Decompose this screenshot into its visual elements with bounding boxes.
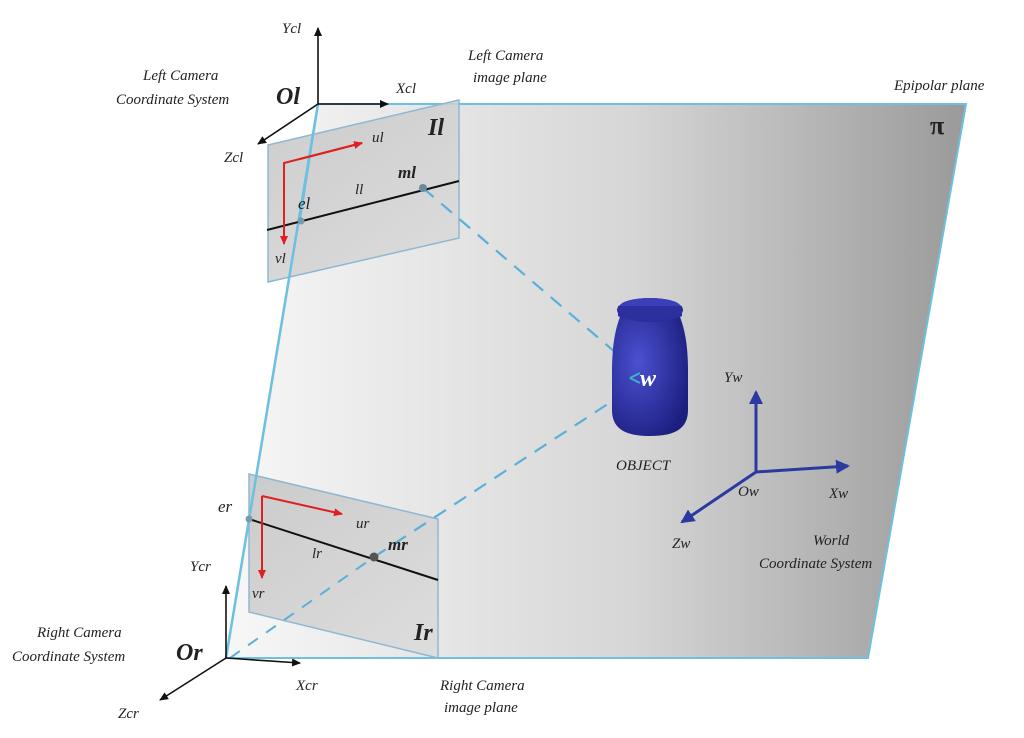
label-zcl: Zcl [224, 150, 243, 166]
label-xcl: Xcl [395, 81, 416, 97]
label-lr: lr [312, 546, 322, 562]
world-cs-line2: Coordinate System [759, 556, 872, 572]
ray-right-to-object [373, 395, 621, 558]
label-ll: ll [355, 182, 363, 198]
label-ml: ml [398, 163, 416, 182]
left-image-plane [267, 99, 460, 283]
axis-zw [680, 470, 757, 524]
right-image-plane [248, 473, 439, 659]
point-er [245, 515, 253, 523]
label-vl: vl [275, 251, 286, 267]
label-mr: mr [388, 535, 408, 554]
label-ul: ul [372, 130, 384, 146]
point-ml [419, 184, 427, 192]
label-pi: π [930, 111, 944, 140]
axis-xw [755, 459, 850, 474]
ray-left-to-object [422, 187, 623, 359]
label-object: OBJECT [616, 458, 672, 474]
label-il: Il [427, 115, 444, 141]
point-mr [369, 552, 379, 562]
label-yw: Yw [724, 370, 742, 386]
label-xw: Xw [828, 486, 848, 502]
ul-arrow [299, 141, 363, 160]
left-img-line1: Left Camera [467, 48, 543, 64]
label-xcr: Xcr [295, 678, 318, 694]
axis-xcr [225, 657, 301, 667]
left-ray-edge [299, 103, 319, 221]
right-cam-cs-line2: Coordinate System [12, 649, 125, 665]
label-zw: Zw [672, 536, 690, 552]
label-or: Or [176, 640, 203, 666]
right-img-line2: image plane [444, 700, 518, 716]
object-jar [612, 298, 688, 436]
label-ir: Ir [413, 620, 433, 646]
label-epipolar-plane: Epipolar plane [893, 78, 985, 94]
left-cam-cs-line2: Coordinate System [116, 92, 229, 108]
ur-arrow [261, 495, 343, 517]
world-cs-line1: World [813, 533, 850, 549]
right-img-line1: Right Camera [439, 678, 525, 694]
label-ur: ur [356, 516, 370, 532]
label-ol: Ol [276, 84, 300, 110]
label-el: el [298, 194, 311, 213]
label-ycr: Ycr [190, 559, 211, 575]
point-el [297, 217, 305, 225]
label-ow: Ow [738, 484, 759, 500]
left-img-line2: image plane [473, 70, 547, 86]
left-cam-cs-line1: Left Camera [142, 68, 218, 84]
right-cam-cs-line1: Right Camera [36, 625, 122, 641]
epipolar-line-right [248, 518, 439, 581]
ray-right-origin-to-mr [229, 556, 375, 659]
axis-zcl [257, 103, 319, 145]
label-er: er [218, 497, 233, 516]
label-w: w [640, 366, 657, 392]
label-ycl: Ycl [282, 21, 301, 37]
label-zcr: Zcr [118, 706, 139, 722]
axis-zcr [159, 657, 227, 701]
label-vr: vr [252, 586, 265, 602]
